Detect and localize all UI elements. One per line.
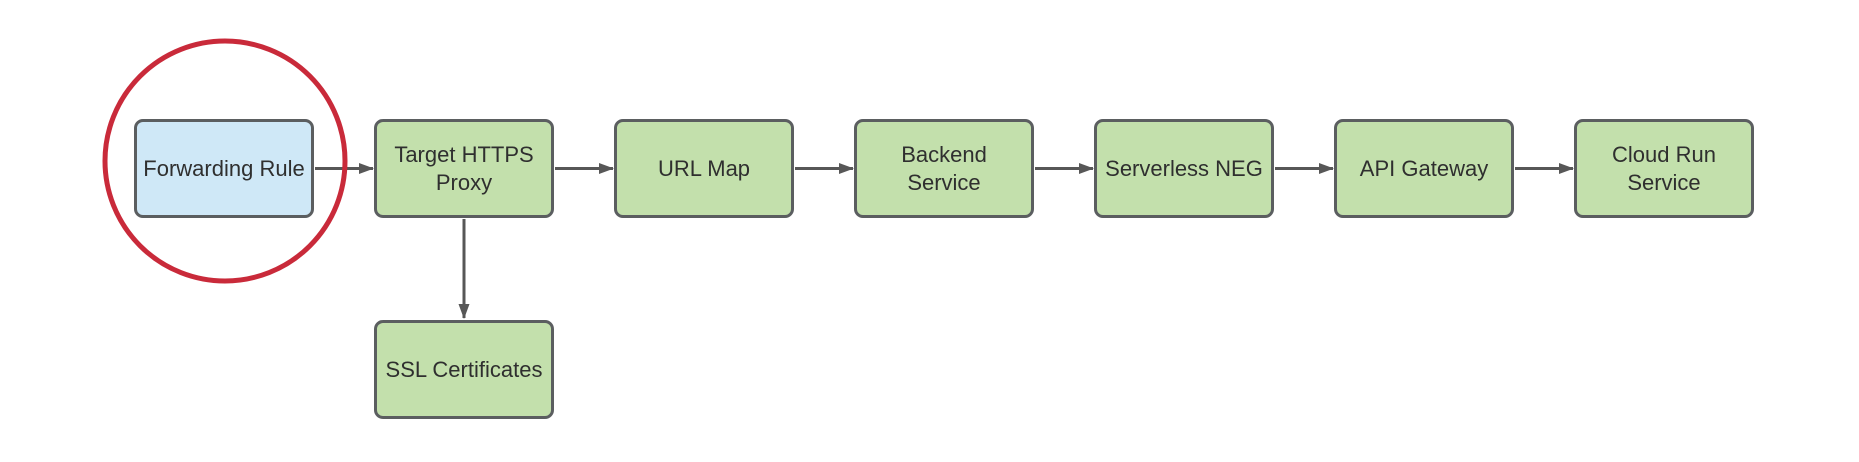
node-target-https-proxy-label: Target HTTPS Proxy xyxy=(394,142,534,195)
node-api-gateway: API Gateway xyxy=(1334,119,1514,218)
node-ssl-certificates: SSL Certificates xyxy=(374,320,554,419)
node-backend-service: Backend Service xyxy=(854,119,1034,218)
node-url-map-label: URL Map xyxy=(657,155,751,181)
node-target-https-proxy: Target HTTPS Proxy xyxy=(374,119,554,218)
node-forwarding-rule-label: Forwarding Rule xyxy=(143,155,305,181)
node-url-map: URL Map xyxy=(614,119,794,218)
node-api-gateway-label: API Gateway xyxy=(1359,155,1489,181)
node-serverless-neg-label: Serverless NEG xyxy=(1105,155,1263,181)
node-cloud-run-service-label: Cloud Run Service xyxy=(1612,142,1716,195)
node-serverless-neg: Serverless NEG xyxy=(1094,119,1274,218)
node-ssl-certificates-label: SSL Certificates xyxy=(385,356,543,382)
node-cloud-run-service: Cloud Run Service xyxy=(1574,119,1754,218)
node-backend-service-label: Backend Service xyxy=(901,142,987,195)
node-forwarding-rule: Forwarding Rule xyxy=(134,119,314,218)
